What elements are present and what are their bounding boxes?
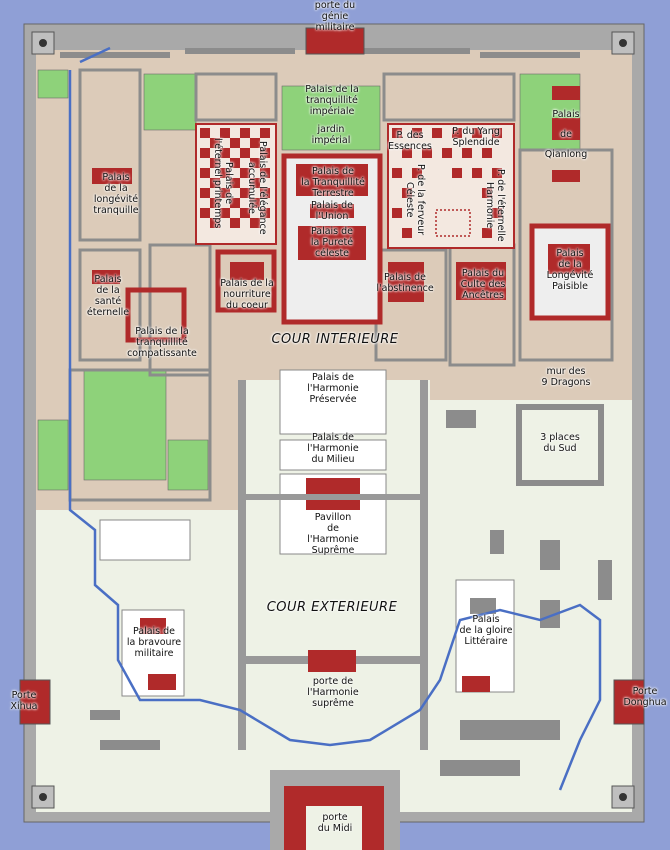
label-p-eternelle-harmonie: P. de l'éternelle Harmonie <box>484 168 506 242</box>
label-palais-qianlong: Palais de Qianlong <box>544 109 588 160</box>
inner-water-channel <box>68 70 602 791</box>
outer-court-buildings <box>90 410 612 776</box>
label-palais-eternel-printemps: Palais de l'éternel printemps <box>212 137 234 229</box>
label-palais-culte-ancetres: Palais du Culte des Ancêtres <box>460 268 506 301</box>
gardens <box>37 69 581 491</box>
corner-tower-dots <box>39 39 627 801</box>
label-p-yang: P. du Yang Splendide <box>452 126 500 148</box>
east-six-palaces <box>387 123 515 249</box>
label-mur-9-dragons: mur des 9 Dragons <box>541 366 591 388</box>
label-palais-abstinence: Palais de l'abstinence <box>376 272 434 294</box>
qianlong-palace <box>552 86 580 182</box>
label-jardin-imperial: jardin impérial <box>311 124 351 146</box>
palace-longevite-paisible <box>548 244 590 274</box>
label-palais-bravoure-militaire: Palais de la bravoure militaire <box>126 626 182 659</box>
palace-tranquillite-terrestre <box>296 164 368 196</box>
west-six-palaces <box>195 123 277 245</box>
label-palais-sante-eternelle: Palais de la santé éternelle <box>86 274 130 318</box>
label-cour-exterieure: COUR EXTERIEURE <box>266 600 398 615</box>
north-water-channel <box>79 46 111 64</box>
central-axis <box>238 369 428 750</box>
label-palais-tranquillite-terrestre: Palais de la Tranquillité Terrestre <box>301 166 365 199</box>
label-p-ferveur-celeste: P. de la ferveur Céleste <box>404 164 426 236</box>
palace-purete-celeste <box>298 226 366 260</box>
northern-buildings <box>60 48 580 58</box>
label-palais-longevite-paisible: Palais de la Longévité Paisible <box>546 248 594 292</box>
label-palais-harmonie-milieu: Palais de l'Harmonie du Milieu <box>307 432 359 465</box>
east-gate <box>613 679 645 725</box>
label-palais-harmonie-preservee: Palais de l'Harmonie Préservée <box>307 372 359 405</box>
label-porte-midi: porte du Midi <box>317 812 353 834</box>
label-palais-longevite-tranquille: Palais de la longévité tranquille <box>93 172 139 216</box>
palace-union <box>310 204 354 218</box>
label-palais-nourriture-coeur: Palais de la nourriture du coeur <box>220 278 274 311</box>
south-gate-u <box>284 786 384 850</box>
label-trois-places-sud: 3 places du Sud <box>540 432 580 454</box>
label-palais-union: Palais de l'Union <box>310 200 354 222</box>
palace-bravoure-militaire-hall <box>140 618 166 634</box>
palace-gloire-litteraire-rear <box>462 676 490 692</box>
south-three-places <box>516 404 604 486</box>
label-palais-tranquillite-compatissante: Palais de la tranquillité compatissante <box>127 326 197 359</box>
label-palais-elegance-accumulee: Palais de l'élégance accumulée <box>246 141 268 235</box>
label-porte-genie: porte du génie militaire <box>314 0 356 33</box>
label-pavillon-harmonie-supreme: Pavillon de l'Harmonie Suprême <box>307 512 359 556</box>
label-p-essences: P. des Essences <box>388 130 432 152</box>
label-palais-gloire-litteraire: Palais de la gloire Littéraire <box>459 614 513 647</box>
label-palais-tranquillite-imperiale: Palais de la tranquillité impériale <box>305 84 359 117</box>
west-gate <box>19 679 51 725</box>
inner-red-palaces <box>92 168 506 343</box>
south-gate-inner <box>306 806 362 850</box>
label-cour-interieure: COUR INTERIEURE <box>271 332 399 347</box>
label-porte-xihua: Porte Xihua <box>10 690 38 712</box>
label-porte-donghua: Porte Donghua <box>623 686 667 708</box>
north-gate <box>305 27 365 55</box>
palace-bravoure-militaire-rear <box>148 674 176 690</box>
label-porte-harmonie-supreme: porte de l'Harmonie suprême <box>307 676 359 709</box>
palace-gloire-litteraire-hall <box>470 598 496 614</box>
label-palais-purete-celeste: Palais de la Pureté céleste <box>310 226 354 259</box>
